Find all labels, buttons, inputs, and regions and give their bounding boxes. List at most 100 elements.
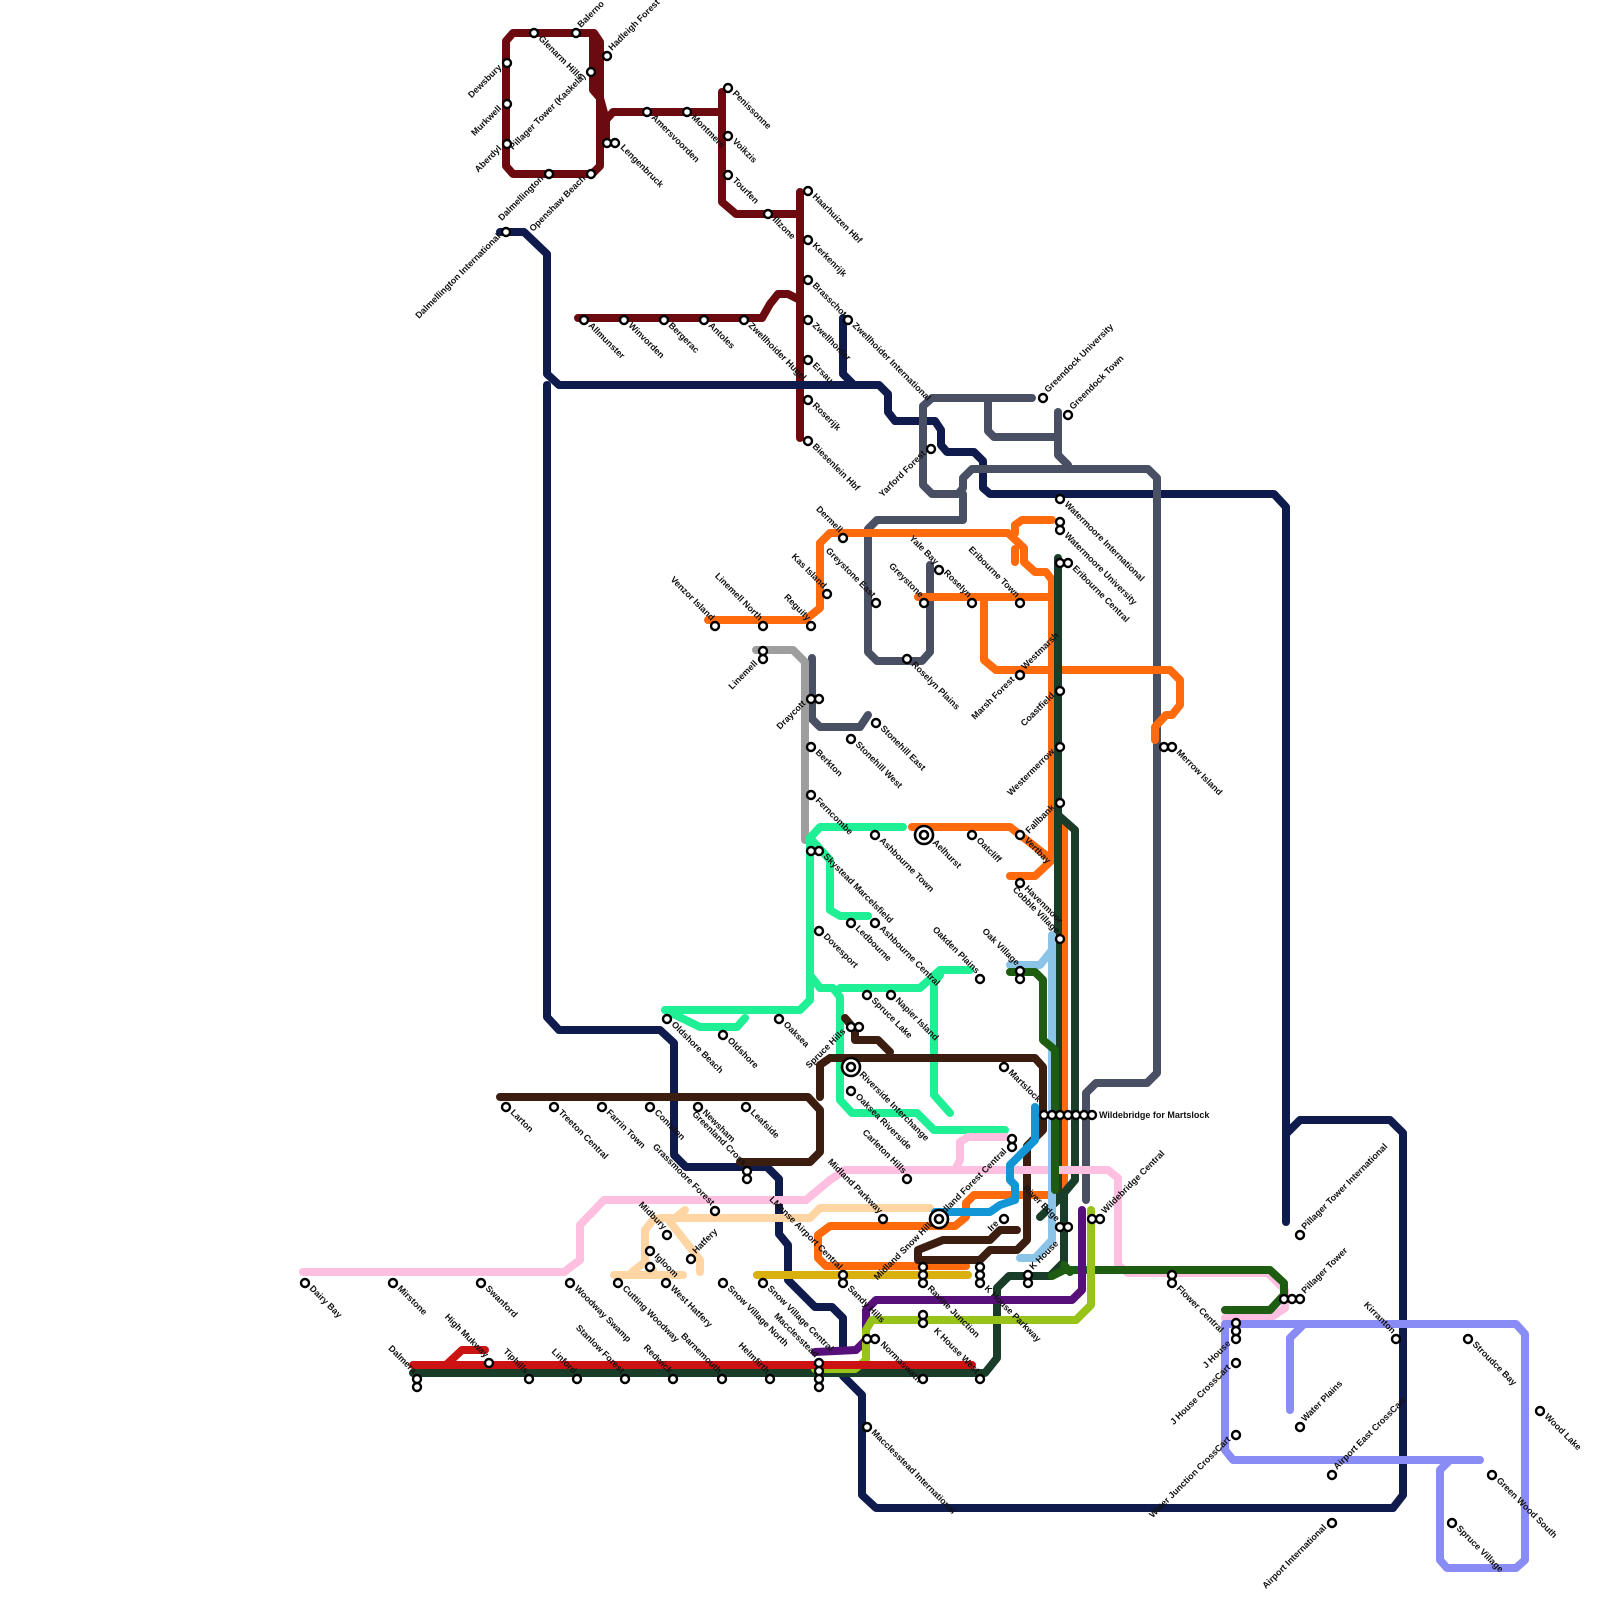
station-marker <box>571 1373 583 1385</box>
station-marker <box>805 693 817 705</box>
station-label: Larton <box>509 1107 536 1134</box>
station-vertbay[interactable]: Vertbay <box>1014 829 1053 865</box>
station-label: Antoles <box>707 320 737 350</box>
station-oldshore[interactable]: Oldshore <box>717 1029 761 1070</box>
station-penissonne[interactable]: Penissonne <box>722 82 773 131</box>
station-yale-bay[interactable]: Yale Bay <box>907 533 945 576</box>
station-roserijk[interactable]: Roserijk <box>802 394 843 433</box>
route-line-grey <box>752 646 809 844</box>
station-marker <box>853 1021 865 1033</box>
station-water-plains[interactable]: Water Plains <box>1294 1378 1344 1433</box>
station-flower-central[interactable]: Flower Central <box>1166 1269 1226 1335</box>
station-merrow-island[interactable]: Merrow Island <box>1158 741 1225 797</box>
station-label: Marsh Forest <box>969 674 1016 721</box>
station-dovesport[interactable]: Dovesport <box>813 925 860 970</box>
station-label: Pillager Tower International <box>1299 1141 1389 1231</box>
station-mirstone[interactable]: Mirstone <box>387 1277 429 1317</box>
station-marker <box>1014 597 1026 609</box>
station-marker <box>1390 1333 1402 1345</box>
station-marker <box>722 130 734 142</box>
route-line-forest <box>1006 968 1288 1314</box>
station-marker <box>805 845 817 857</box>
route-line-maroon <box>502 29 804 442</box>
station-brasschot[interactable]: Brasschot <box>802 274 849 319</box>
station-marker <box>917 1277 929 1289</box>
station-marker <box>644 1101 656 1113</box>
station-pillager-tower[interactable]: Pillager Tower <box>1278 1245 1350 1305</box>
station-winvorden[interactable]: Winvorden <box>618 314 666 360</box>
station-berkton[interactable]: Berkton <box>805 741 845 778</box>
station-normaswath[interactable]: Normaswath <box>861 1333 924 1385</box>
station-dairy-bay[interactable]: Dairy Bay <box>299 1277 344 1320</box>
station-j-house-crosscart[interactable]: J House CrossCart <box>1168 1357 1242 1427</box>
station-leafside[interactable]: Leafside <box>740 1101 781 1140</box>
station-ersau[interactable]: Ersau <box>802 354 835 385</box>
station-aelhurst[interactable]: Aelhurst <box>913 824 964 870</box>
station-oaksea[interactable]: Oaksea <box>773 1013 812 1050</box>
station-marker <box>585 168 597 180</box>
station-coniston[interactable]: Coniston <box>644 1101 687 1142</box>
station-larton[interactable]: Larton <box>500 1101 536 1134</box>
station-greystone[interactable]: Greystone <box>887 561 930 609</box>
station-marker <box>1166 741 1178 753</box>
station-roselyn[interactable]: Roselyn <box>942 568 978 609</box>
station-marker <box>1062 409 1074 421</box>
station-stroudce-bay[interactable]: Stroudce Bay <box>1462 1333 1519 1387</box>
station-swanford[interactable]: Swanford <box>475 1277 520 1319</box>
station-marker <box>1294 1229 1306 1241</box>
station-label: Yale Bay <box>907 533 940 566</box>
station-voikzis[interactable]: Voikzis <box>722 130 759 165</box>
station-pillager-tower-kaskela[interactable]: Pillager Tower (Kaskela) <box>507 66 597 152</box>
station-marker <box>585 66 597 78</box>
station-kerkenrijk[interactable]: Kerkenrijk <box>802 234 849 279</box>
station-tourfen[interactable]: Tourfen <box>722 169 761 206</box>
station-marker <box>877 1213 889 1225</box>
station-marker <box>805 741 817 753</box>
station-dalmera[interactable]: Dalmera <box>386 1343 423 1393</box>
station-roselyn-plains[interactable]: Roselyn Plains <box>901 653 962 712</box>
station-marker <box>802 185 814 197</box>
station-marker <box>837 532 849 544</box>
station-marker <box>738 314 750 326</box>
station-label: Balerno <box>575 0 606 29</box>
station-lengenbruck[interactable]: Lengenbruck <box>601 137 667 190</box>
station-marker <box>974 973 986 985</box>
station-haarhuizen-hbf[interactable]: Haarhuizen Hbf <box>802 185 865 246</box>
station-label: Aelhurst <box>931 837 964 870</box>
station-oak-village[interactable]: Oak Village <box>980 926 1026 985</box>
station-marker <box>644 1261 656 1273</box>
station-linemell[interactable]: Linemell <box>727 645 769 691</box>
station-label: Merrow Island <box>1175 747 1225 797</box>
station-label: Lengenbruck <box>619 142 667 190</box>
station-marsh-forest[interactable]: Marsh Forest <box>969 669 1026 721</box>
station-kas-island[interactable]: Kas Island <box>790 552 833 600</box>
station-marker <box>658 314 670 326</box>
station-dalmellington-international[interactable]: Dalmellington International <box>413 226 512 320</box>
station-oatcliff[interactable]: Oatcliff <box>966 829 1004 865</box>
station-macclesstead-international[interactable]: Macclesstead International <box>861 1421 958 1516</box>
station-martslock[interactable]: Martslock <box>998 1061 1044 1105</box>
station-west-hatfery[interactable]: West Hatfery <box>660 1277 714 1329</box>
station-label: Wood Lake <box>1543 1411 1584 1452</box>
station-wildebridge-for-martslock[interactable]: Wildebridge for Martslock <box>1038 1109 1210 1121</box>
station-marker <box>1326 1469 1338 1481</box>
station-biesenlein-hbf[interactable]: Biesenlein Hbf <box>802 435 863 493</box>
station-marker <box>917 1373 929 1385</box>
station-wood-lake[interactable]: Wood Lake <box>1534 1405 1584 1452</box>
station-greendock-university[interactable]: Greendock University <box>1037 322 1115 404</box>
station-marker <box>667 1373 679 1385</box>
station-pillager-tower-international[interactable]: Pillager Tower International <box>1294 1141 1389 1241</box>
route-line-mint <box>661 823 1009 1134</box>
station-hadleigh-forest[interactable]: Hadleigh Forest <box>601 0 662 62</box>
station-macclesstead[interactable]: Macclesstead <box>772 1311 825 1393</box>
station-airport-international[interactable]: Airport International <box>1260 1517 1338 1591</box>
station-wildebridge-central[interactable]: Wildebridge Central <box>1086 1148 1166 1225</box>
station-farrin-town[interactable]: Farrin Town <box>596 1101 648 1150</box>
station-marker <box>1062 557 1074 569</box>
route-line-navy <box>496 228 1407 1512</box>
station-marker <box>845 1085 857 1097</box>
route-lines <box>299 29 1529 1572</box>
station-marker <box>869 829 881 841</box>
station-airport-east-crosscart[interactable]: Airport East CrossCart <box>1326 1395 1407 1481</box>
station-marker <box>802 314 814 326</box>
